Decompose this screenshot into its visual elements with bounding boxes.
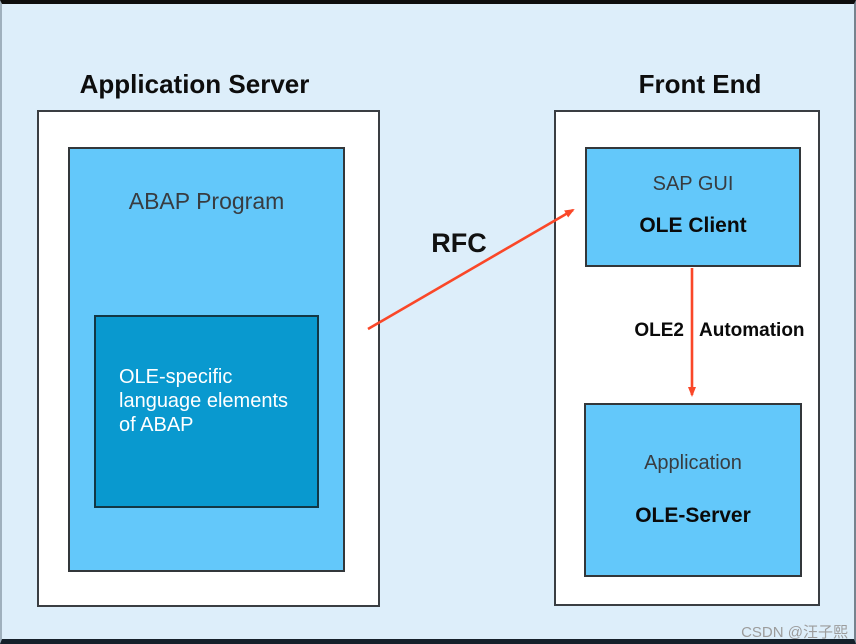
application-server-title: Application Server bbox=[79, 69, 310, 99]
abap-program-label: ABAP Program bbox=[128, 188, 285, 214]
ole-client-label: OLE Client bbox=[639, 214, 747, 237]
rfc-label: RFC bbox=[431, 228, 487, 258]
front-end-title: Front End bbox=[638, 69, 762, 99]
application-label: Application bbox=[644, 452, 742, 474]
ole-specific-line-2: language elements bbox=[119, 390, 289, 412]
ole-specific-line-3: of ABAP bbox=[119, 414, 194, 436]
ole2-label: OLE2 bbox=[634, 320, 684, 341]
ole-specific-text: OLE-specific language elements of ABAP bbox=[119, 365, 314, 437]
watermark-text: CSDN @汪子熙 bbox=[741, 624, 848, 641]
sap-gui-box bbox=[585, 147, 801, 267]
ole-server-label: OLE-Server bbox=[635, 504, 751, 527]
ole-specific-line-1: OLE-specific bbox=[119, 366, 233, 388]
automation-label: Automation bbox=[699, 320, 805, 341]
sap-gui-label: SAP GUI bbox=[652, 173, 734, 195]
ole-server-box bbox=[584, 403, 802, 577]
ole-specific-box bbox=[94, 315, 319, 508]
